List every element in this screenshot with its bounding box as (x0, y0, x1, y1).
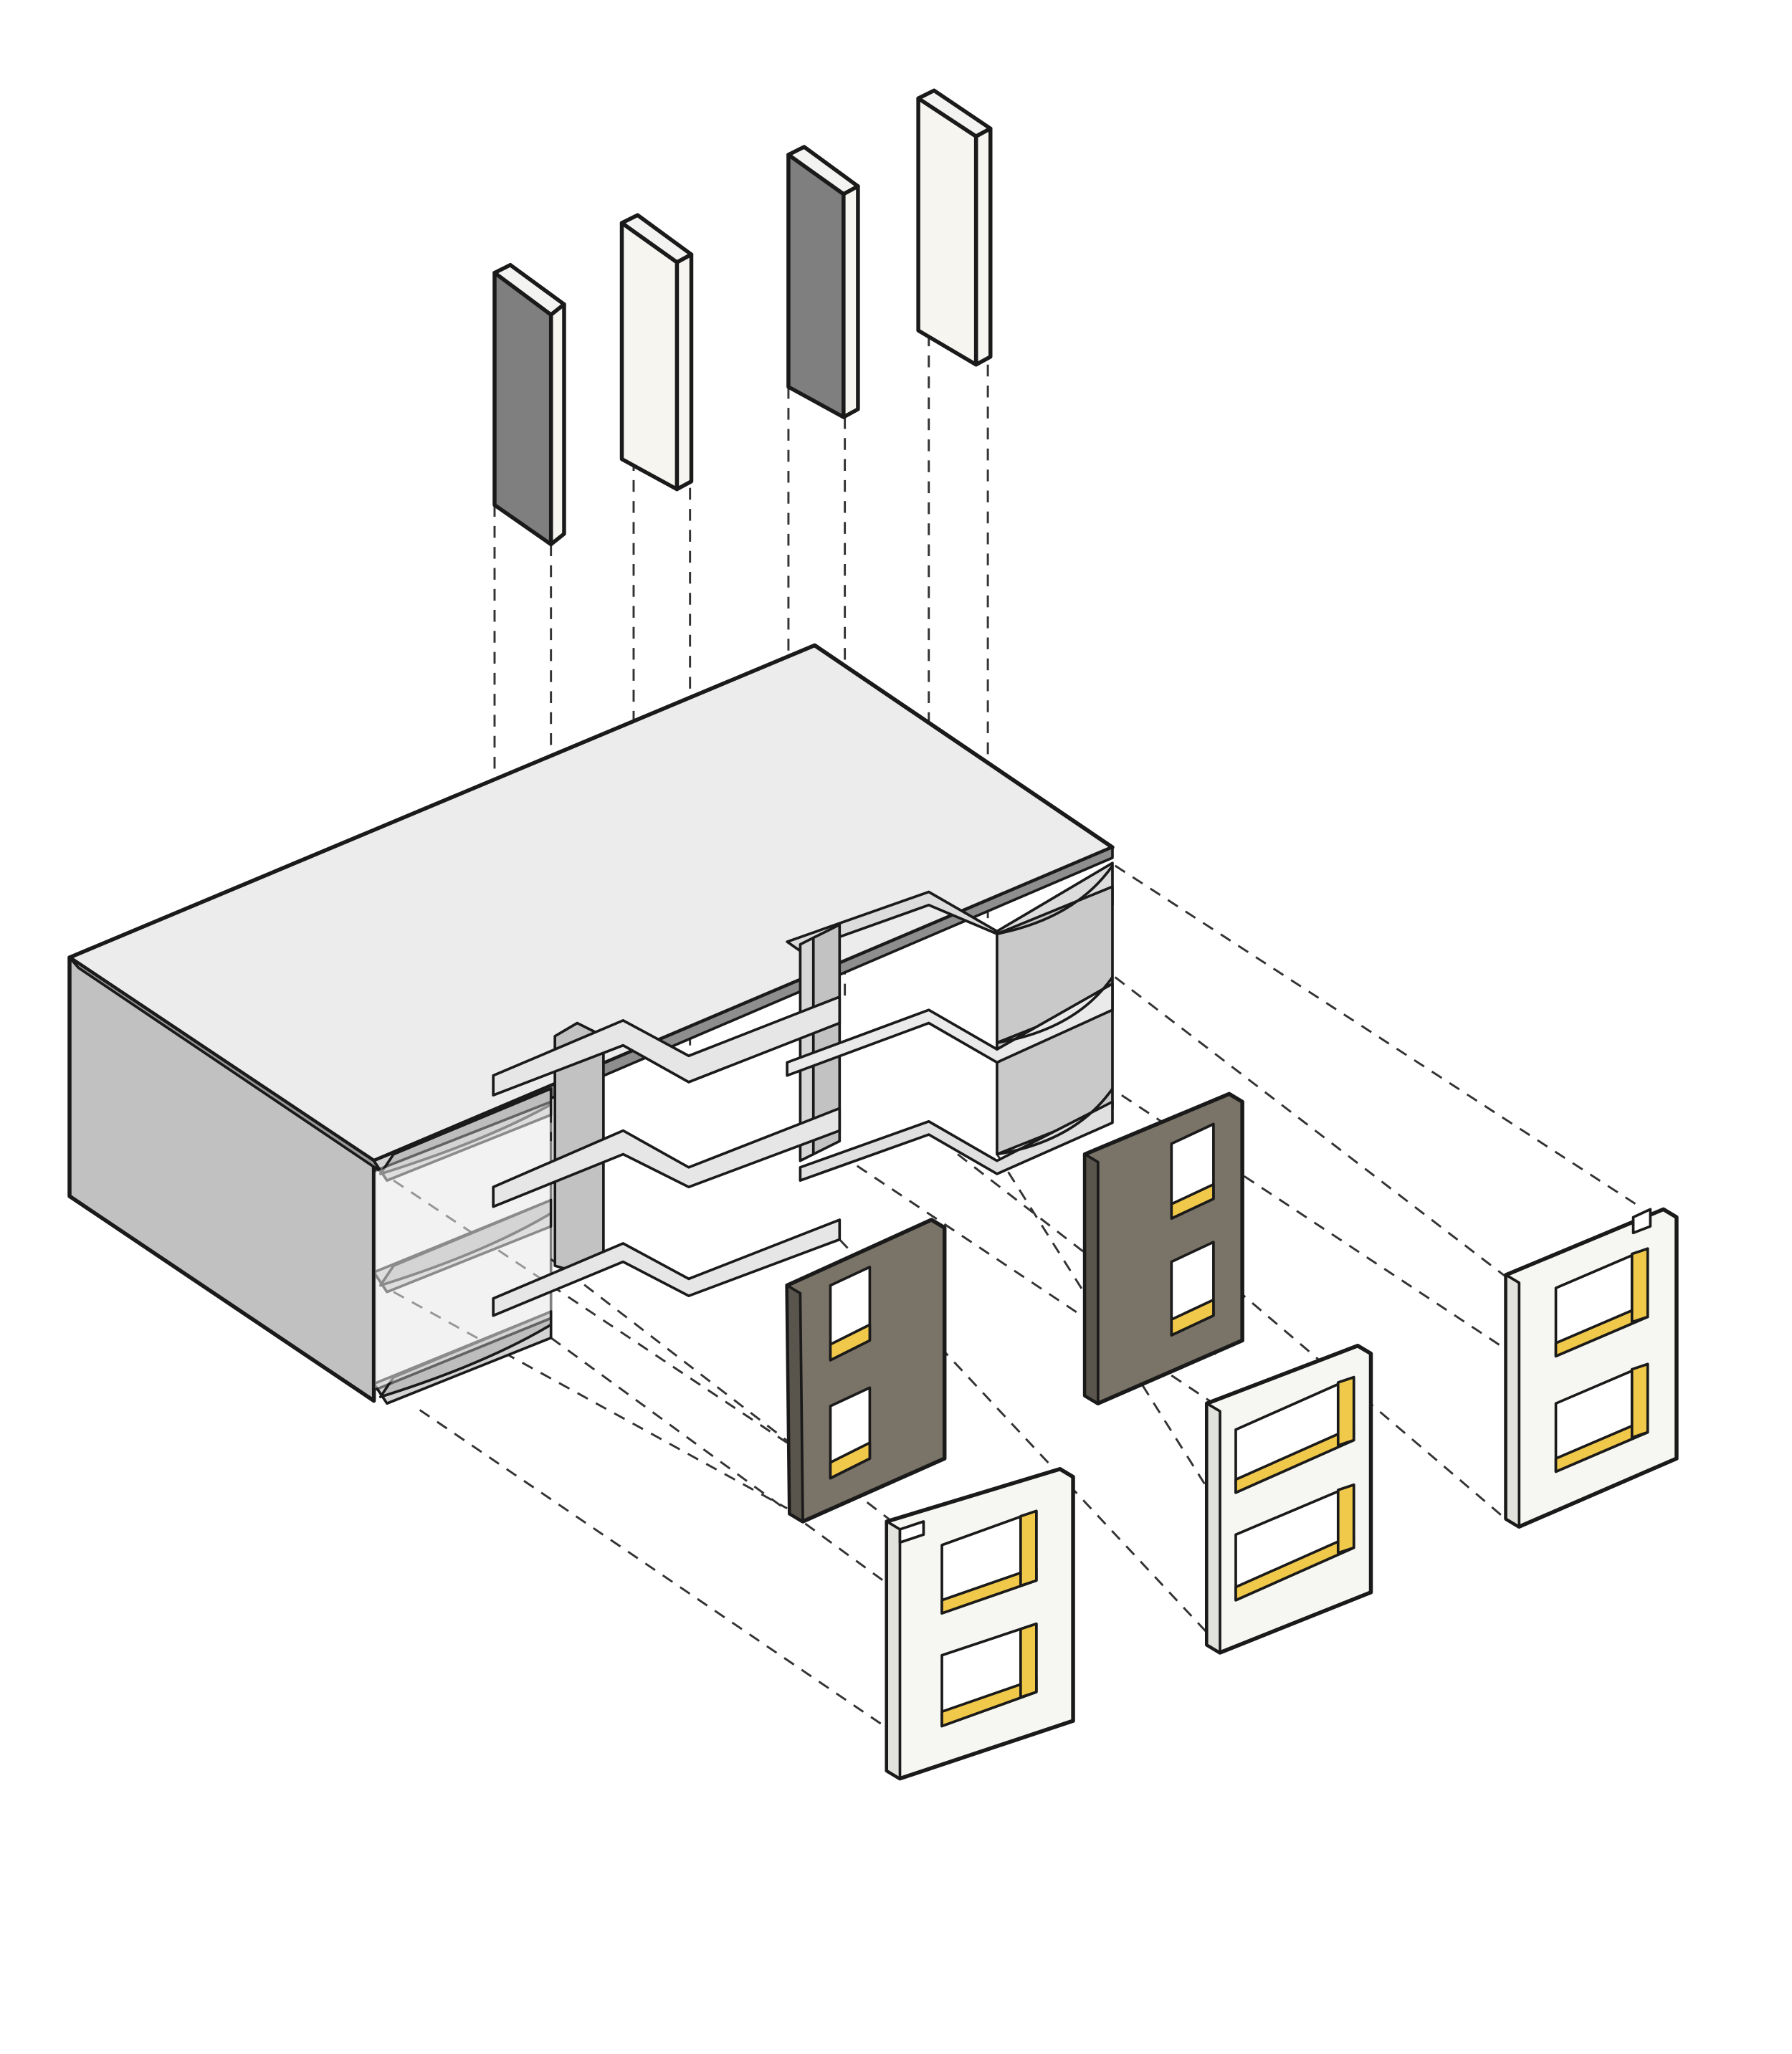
window-opening (829, 1266, 872, 1362)
window-opening (940, 1509, 1038, 1615)
window-opening (1554, 1247, 1649, 1358)
facade-panel-white-3 (1504, 1207, 1679, 1529)
window-opening (1234, 1483, 1355, 1602)
window-opening (1234, 1375, 1355, 1494)
vertical-panel-light-1 (619, 213, 694, 492)
facade-panel-white-1 (885, 1467, 1075, 1781)
window-opening (940, 1622, 1038, 1728)
building-massing (67, 643, 1115, 1403)
floor-levels (372, 861, 1114, 1405)
facade-panel-brown-2 (1082, 1092, 1244, 1405)
facade-panel-white-2 (1204, 1343, 1373, 1655)
window-opening (1170, 1241, 1215, 1337)
facade-panel-brown-1 (785, 1218, 947, 1524)
vertical-panel-dark-2 (786, 145, 860, 419)
window-opening (1554, 1362, 1649, 1473)
vertical-panel-dark-1 (492, 262, 566, 547)
window-opening (1170, 1122, 1215, 1221)
window-opening (829, 1386, 872, 1480)
vertical-panels (492, 88, 993, 547)
vertical-panel-light-2 (916, 88, 993, 367)
